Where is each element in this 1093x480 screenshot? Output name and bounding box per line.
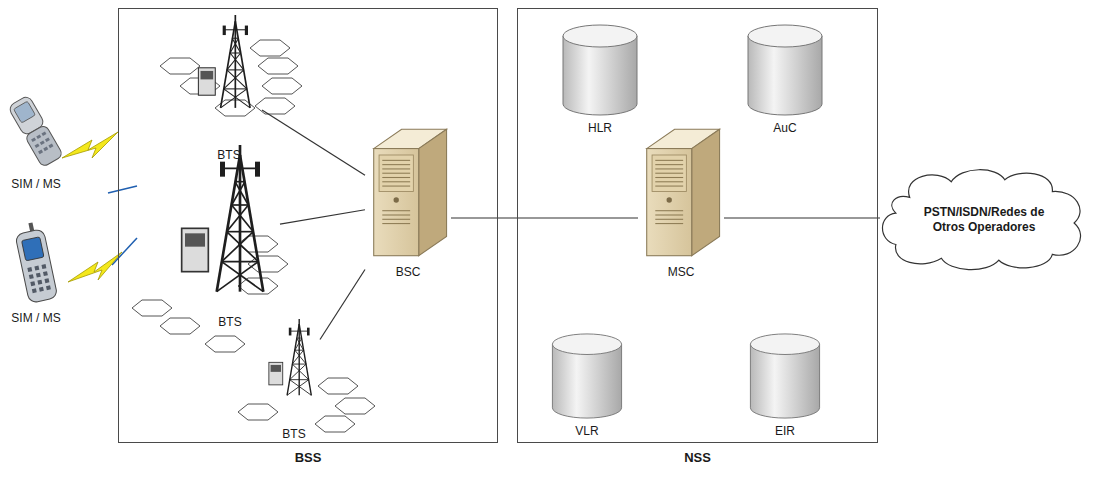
node-label: BSC (365, 265, 451, 280)
database-cylinder-icon (547, 333, 627, 419)
controller-server-icon (365, 125, 451, 260)
link-line (262, 110, 365, 175)
radio-link (62, 132, 137, 282)
mobile-station: SIM / MS (5, 222, 67, 326)
base-station: BTS (180, 135, 280, 330)
link-line (724, 217, 880, 218)
database-cylinder-icon (745, 333, 825, 419)
base-station-icon (196, 15, 262, 110)
node-label: PSTN/ISDN/Redes de Otros Operadores (914, 205, 1054, 235)
mobile-station: SIM / MS (5, 92, 67, 192)
database-cylinder-icon (560, 24, 640, 116)
mobile-station-icon (5, 92, 67, 172)
node-label: AuC (745, 121, 825, 136)
database-cylinder: EIR (745, 333, 825, 439)
controller-server: MSC (638, 125, 724, 280)
node-label: SIM / MS (5, 177, 67, 192)
database-cylinder: AuC (745, 24, 825, 136)
link-line (320, 269, 365, 339)
subsystem-box: BSSBTSBTSBTSBSC (118, 8, 498, 443)
node-label: BTS (268, 427, 320, 442)
node-label: EIR (745, 424, 825, 439)
node-label: BTS (180, 315, 280, 330)
node-label: HLR (560, 121, 640, 136)
database-cylinder: HLR (560, 24, 640, 136)
controller-server: BSC (365, 125, 451, 280)
link-line (451, 217, 638, 218)
node-label: BTS (196, 148, 262, 163)
controller-server-icon (638, 125, 724, 260)
subsystem-title: NSS (518, 450, 877, 466)
network-cloud: PSTN/ISDN/Redes de Otros Operadores (880, 168, 1088, 272)
subsystem-box: NSSHLRAuCMSCVLREIR (517, 8, 878, 443)
database-cylinder-icon (745, 24, 825, 116)
base-station-icon (268, 318, 320, 398)
node-label: SIM / MS (5, 311, 67, 326)
mobile-station-icon (5, 222, 67, 306)
node-label: MSC (638, 265, 724, 280)
database-cylinder: VLR (547, 333, 627, 439)
link-line (280, 210, 365, 224)
base-station-icon (180, 135, 280, 305)
node-label: VLR (547, 424, 627, 439)
base-station: BTS (268, 318, 320, 442)
subsystem-title: BSS (119, 450, 497, 466)
base-station: BTS (196, 15, 262, 163)
cell-hexagons (132, 40, 375, 432)
